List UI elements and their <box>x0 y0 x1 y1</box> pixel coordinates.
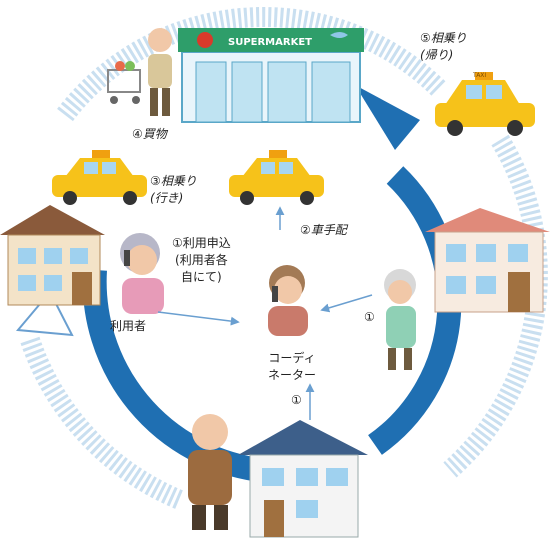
shopper-icon <box>107 28 172 116</box>
taxi-outbound-icon <box>52 150 147 205</box>
label-coordinator: コーディ ネーター <box>268 351 317 382</box>
label-apply: ①利用申込 (利用者各 自にて) <box>172 236 231 284</box>
coordinator-icon <box>268 265 308 336</box>
blue-arc-left <box>82 269 262 482</box>
arrow-woman-to-coordinator <box>320 294 373 313</box>
house-right-icon <box>425 208 550 313</box>
house-bottom-icon <box>238 420 368 538</box>
light-arrowhead-left <box>16 290 74 337</box>
taxi-dispatch-icon <box>229 150 324 205</box>
label-outbound-ride: ③相乗り (行き) <box>150 174 197 205</box>
label-shopping: ④買物 <box>132 127 167 141</box>
light-arc-right <box>443 134 548 478</box>
taxi-return-icon <box>435 72 535 136</box>
supermarket-sign: SUPERMARKET <box>228 37 312 48</box>
label-apply-right: ① <box>364 310 375 324</box>
blue-arrowhead-top-right <box>355 85 420 150</box>
elderly-user-icon <box>120 233 164 314</box>
blue-arc-right <box>368 166 462 455</box>
elderly-man-icon <box>188 414 232 530</box>
supermarket-icon <box>178 28 364 123</box>
label-return-ride: ⑤相乗り (帰り) <box>420 31 467 62</box>
arrow-user-to-coordinator <box>157 311 240 326</box>
label-user: 利用者 <box>110 319 147 333</box>
elderly-woman-icon <box>384 269 416 370</box>
taxi-roof-label: TAXI <box>473 72 487 79</box>
label-arrange-car: ②車手配 <box>300 223 347 237</box>
house-left-icon <box>0 205 105 306</box>
label-apply-bottom: ① <box>291 393 302 407</box>
